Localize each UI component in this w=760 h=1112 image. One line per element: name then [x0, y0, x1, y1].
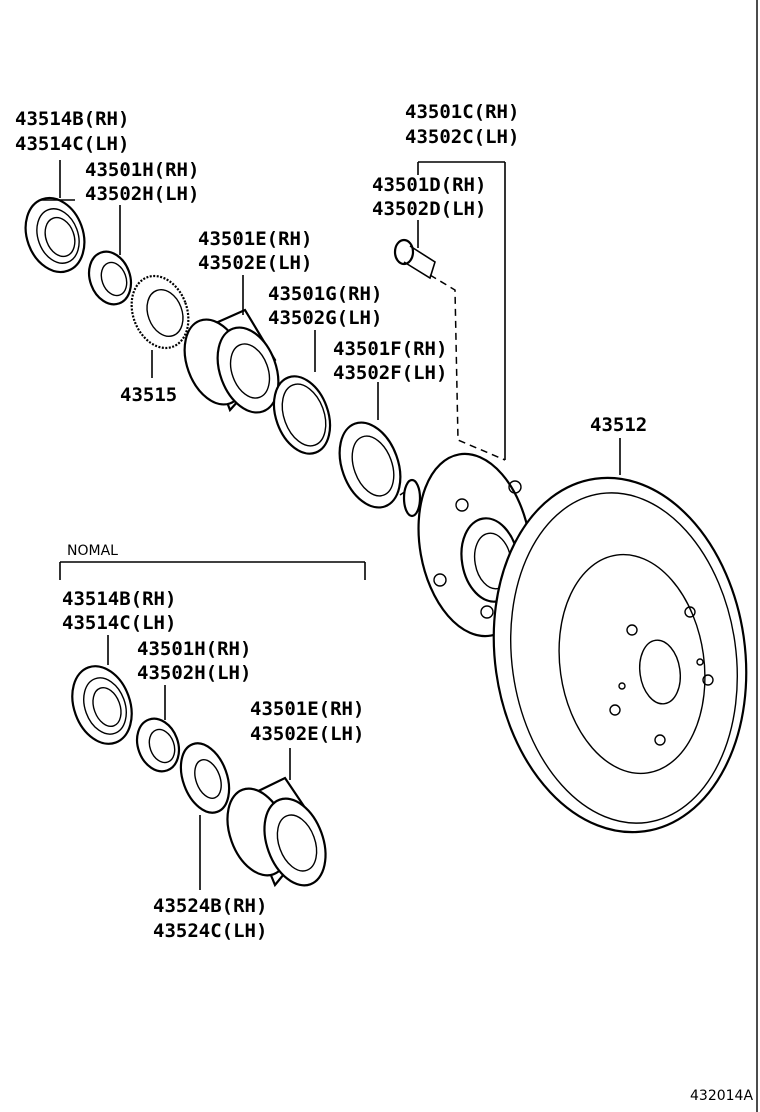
label-bearing-lh: 43502E(LH): [198, 252, 312, 274]
sensor-rotor: [130, 274, 190, 350]
label-hub-lh: 43502C(LH): [405, 126, 519, 148]
label-disc: 43512: [590, 414, 647, 436]
nut-bottom: [135, 717, 181, 773]
snap-ring: [272, 375, 332, 455]
bearing-case-top: [24, 196, 86, 274]
label-bot-bearing-case-lh: 43514C(LH): [62, 612, 176, 634]
label-bearing-rh: 43501E(RH): [198, 228, 312, 250]
oil-seal: [338, 421, 402, 509]
label-bot-nut-lh: 43502H(LH): [137, 662, 251, 684]
label-hub-bolt-lh: 43502D(LH): [372, 198, 486, 220]
label-seal-rh: 43501F(RH): [333, 338, 447, 360]
label-bearing-case-rh: 43514B(RH): [15, 108, 129, 130]
washer: [179, 742, 231, 814]
bearing-case-bottom: [71, 665, 133, 745]
label-washer-rh: 43524B(RH): [153, 895, 267, 917]
label-seal-lh: 43502F(LH): [333, 362, 447, 384]
label-sensor-rotor: 43515: [120, 384, 177, 406]
label-snap-ring-rh: 43501G(RH): [268, 283, 382, 305]
label-hub-rh: 43501C(RH): [405, 101, 519, 123]
bearing-top: [183, 308, 280, 414]
label-bearing-case-lh: 43514C(LH): [15, 133, 129, 155]
label-washer-lh: 43524C(LH): [153, 920, 267, 942]
label-bot-nut-rh: 43501H(RH): [137, 638, 251, 660]
label-bot-bearing-case-rh: 43514B(RH): [62, 588, 176, 610]
hub-bolt: [393, 238, 436, 280]
bearing-bottom: [226, 776, 327, 888]
label-snap-ring-lh: 43502G(LH): [268, 307, 382, 329]
brake-disc: [492, 476, 748, 834]
label-bot-bearing-rh: 43501E(RH): [250, 698, 364, 720]
label-nut-lh: 43502H(LH): [85, 183, 199, 205]
label-hub-bolt-rh: 43501D(RH): [372, 174, 486, 196]
section-title: NOMAL: [67, 543, 118, 559]
nut-top: [87, 250, 133, 306]
label-bot-bearing-lh: 43502E(LH): [250, 723, 364, 745]
label-nut-rh: 43501H(RH): [85, 159, 199, 181]
figure-code: 432014A: [690, 1088, 753, 1104]
